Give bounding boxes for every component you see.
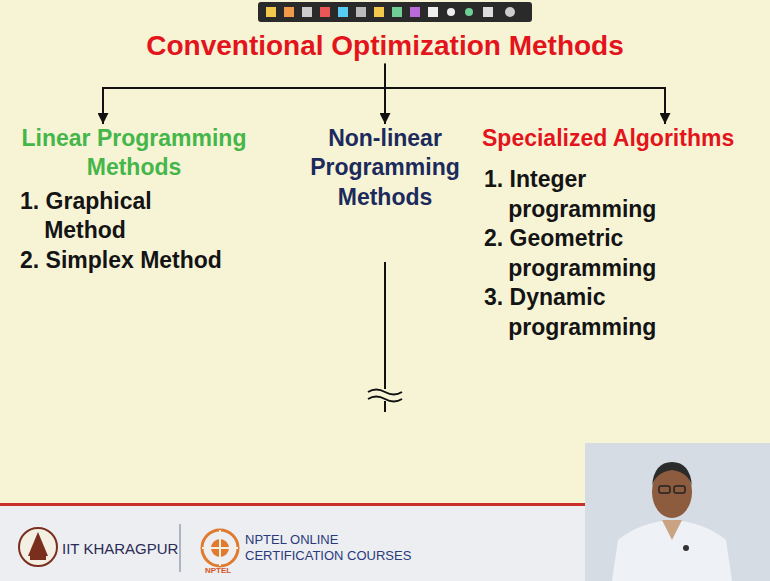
branch-node: Non-linear Programming Methods [295,124,475,212]
tool-icon [505,7,515,17]
heading-text: Conventional Optimization Methods [146,28,624,64]
list-item: 2. Simplex Method [20,246,229,275]
tool-icon [266,7,276,17]
programme-name: NPTEL ONLINE CERTIFICATION COURSES [245,532,425,563]
list-item: 1. Graphical Method [20,187,229,246]
presenter-neck [662,520,682,540]
logo-spokes [202,530,238,566]
presenter-mic [683,545,689,551]
tree-connector [103,64,385,124]
branch-node: Linear Programming Methods1. Graphical M… [14,124,254,275]
institute-name: IIT KHARAGPUR [62,540,178,558]
logo-ring [202,530,238,566]
break-symbol [368,390,402,395]
tool-icon [465,8,473,16]
list-item: 3. Dynamic programming [484,283,693,342]
iit-logo [19,528,57,566]
heading-text: Non-linear Programming Methods [295,124,475,212]
tool-icon [483,7,493,17]
nptel-logo [202,530,238,566]
tool-icon [374,7,384,17]
tool-icon [428,7,438,17]
break-symbol [368,397,402,402]
video-background [585,443,770,581]
presenter-glasses [674,486,685,493]
tool-icon [284,7,294,17]
branch-node: Specialized Algorithms 1. Integer program… [482,124,764,342]
list-item: 1. Integer programming [484,165,693,224]
toolbar [258,2,532,22]
tool-icon [410,7,420,17]
tool-icon [302,7,312,17]
tree-connector [385,64,665,124]
logo-caption: NPTEL [205,566,231,576]
toolbar-icons [266,7,515,17]
presenter-video [585,443,770,581]
tool-icon [320,7,330,17]
heading-text: Specialized Algorithms [482,124,764,153]
tool-icon [338,7,348,17]
presenter-hair [652,462,692,486]
list-item: 2. Geometric programming [484,224,693,283]
break-gap [368,389,402,401]
tool-icon [392,7,402,17]
tool-icon [447,8,455,16]
footer-divider [179,524,181,572]
root-heading: Conventional Optimization Methods [146,28,624,64]
logo-emblem [28,532,48,556]
logo-ring [19,528,57,566]
heading-text: Linear Programming Methods [14,124,254,183]
logo-base [30,556,46,560]
presenter-glasses [659,486,670,493]
tool-icon [356,7,366,17]
presenter-shirt [612,520,732,581]
